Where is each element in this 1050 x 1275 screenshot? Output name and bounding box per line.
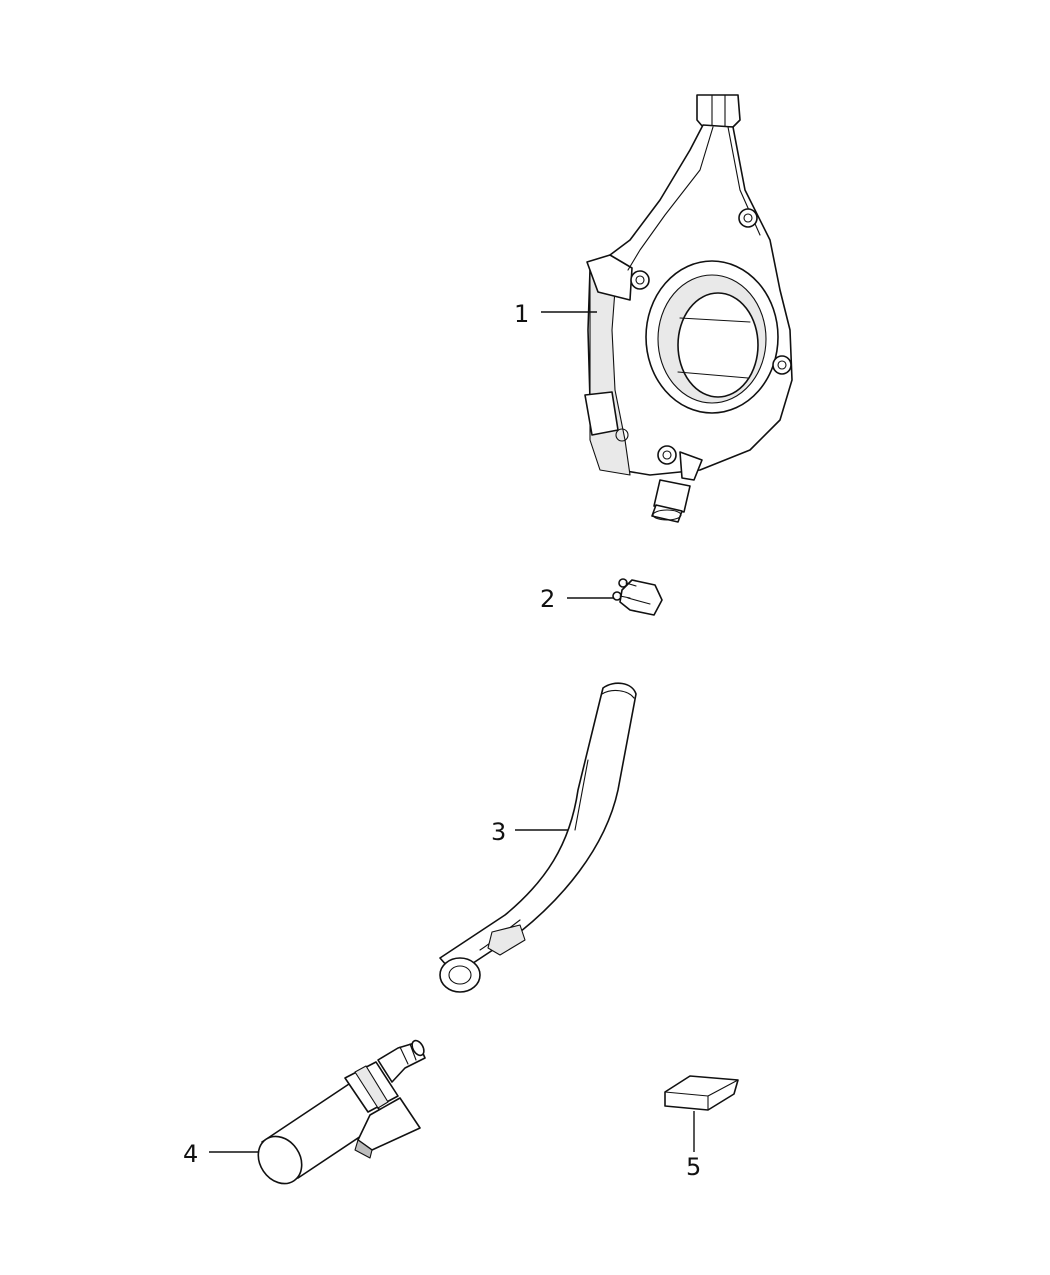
callout-2: 2	[540, 585, 555, 613]
callout-5: 5	[686, 1153, 701, 1181]
callout-1: 1	[514, 300, 529, 328]
sensor-icon	[257, 1039, 426, 1185]
pad-icon	[664, 1075, 739, 1111]
pump-housing-icon	[584, 94, 793, 523]
hose-clamp-icon	[612, 578, 663, 616]
callout-3: 3	[491, 818, 506, 846]
callout-4: 4	[183, 1140, 198, 1168]
hose-icon	[439, 682, 637, 993]
